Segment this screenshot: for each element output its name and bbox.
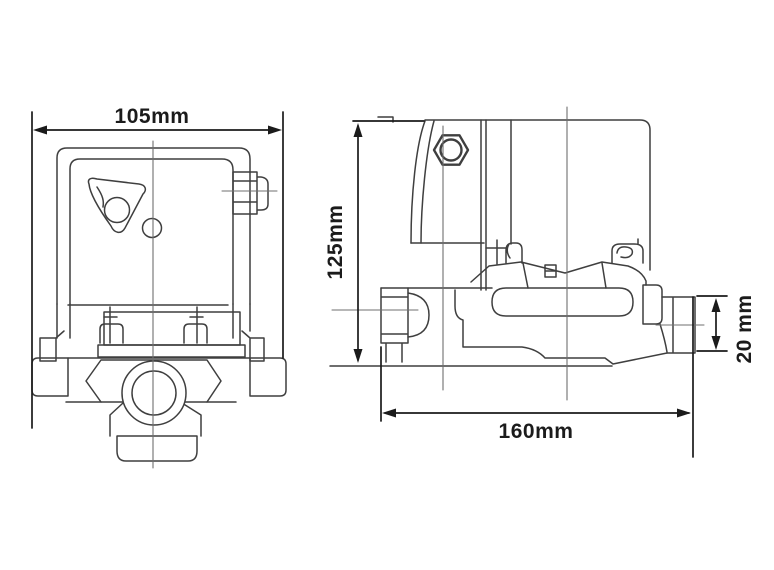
- motor-body-outline: [424, 119, 651, 271]
- dim-20-arrow-top: [711, 298, 721, 312]
- front-view: [31, 140, 287, 469]
- dim-160-arrow-left: [382, 408, 396, 418]
- dim-105-lines: [31, 111, 284, 429]
- bleed-screw: [544, 264, 557, 278]
- front-lower-walls: [56, 303, 251, 339]
- terminal-band: [97, 344, 246, 358]
- dim-125-arrow-bottom: [353, 349, 363, 363]
- stator-window: [491, 287, 634, 317]
- dim-20-lines: [696, 295, 728, 352]
- cable-gland: [232, 171, 269, 215]
- inlet-elbow: [407, 292, 430, 338]
- dim-20-arrow-bottom: [711, 336, 721, 350]
- dim-160-lines: [380, 296, 694, 458]
- knob-screw: [103, 196, 131, 224]
- terminal-clip-right: [183, 306, 208, 344]
- dimension-20: 20 mm: [696, 294, 756, 364]
- dimension-125: 125mm: [324, 120, 425, 363]
- pump-underside: [454, 289, 668, 365]
- bottom-foot: [116, 435, 198, 462]
- terminal-clip-left: [99, 306, 124, 344]
- switch-left-edge: [410, 120, 426, 244]
- pump-top-profile: [470, 261, 647, 286]
- hex-nut-bore: [439, 138, 463, 162]
- outlet-pipe: [661, 296, 696, 354]
- front-cover-inner: [69, 158, 234, 305]
- dim-105-arrow-left: [33, 125, 47, 135]
- dim-160-label: 160mm: [499, 420, 574, 443]
- switch-left-inner: [420, 120, 435, 244]
- switch-mount-lines: [480, 119, 512, 291]
- dim-20-label: 20 mm: [733, 294, 756, 363]
- pump-top-panels: [522, 262, 607, 289]
- outlet-flange: [642, 284, 668, 353]
- dim-160-arrow-right: [677, 408, 691, 418]
- dim-105-arrow-right: [268, 125, 282, 135]
- knob-outline: [87, 177, 147, 234]
- pump-clip-right: [611, 238, 644, 264]
- side-nut-left: [31, 357, 69, 397]
- front-feet: [39, 330, 265, 362]
- terminal-block: [103, 311, 241, 346]
- inlet-fitting: [380, 287, 409, 363]
- hex-nut: [432, 134, 470, 166]
- side-centerlines: [331, 106, 705, 401]
- side-nut-right: [249, 357, 287, 397]
- dim-105-label: 105mm: [115, 105, 190, 128]
- dimension-105: 105mm: [31, 105, 284, 429]
- dimension-160: 160mm: [380, 296, 694, 458]
- dim-125-lines: [352, 120, 425, 361]
- dim-125-label: 125mm: [324, 205, 347, 280]
- knob-detail: [96, 186, 105, 208]
- pump-clip-left: [485, 239, 523, 265]
- side-view: [329, 106, 705, 401]
- port-inner-circle: [131, 370, 177, 416]
- cover-screw: [141, 217, 163, 239]
- dim-125-arrow-top: [353, 123, 363, 137]
